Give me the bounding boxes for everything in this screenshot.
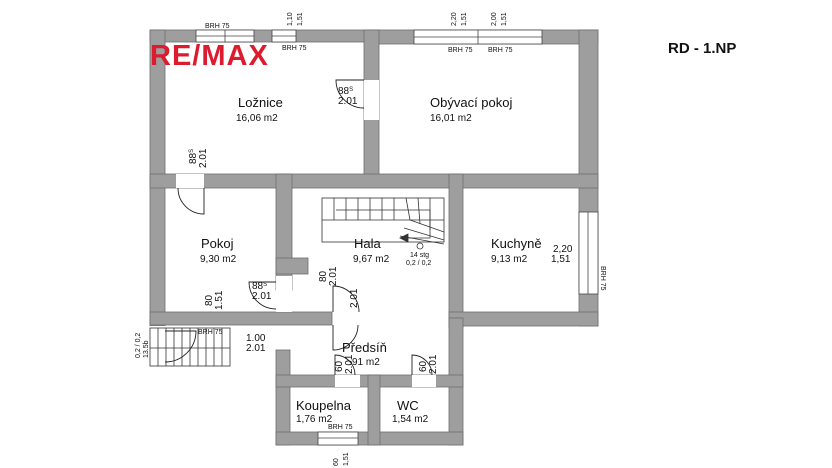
room-name-kuchyne: Kuchyně bbox=[491, 236, 542, 251]
opening-wc-door bbox=[412, 375, 436, 387]
stair-arrow-head bbox=[399, 233, 409, 243]
room-area-obyvaci: 16,01 m2 bbox=[430, 113, 472, 124]
entry-steps-note: 13.5b bbox=[143, 340, 150, 358]
window-width-3: 2,20 bbox=[553, 244, 573, 255]
room-area-wc: 1,54 m2 bbox=[392, 414, 429, 425]
door-dimensions: 88S 2.01 88S 2.01 88S 2.01 80 2.01 2.01 … bbox=[188, 86, 439, 374]
door-swing-entry bbox=[164, 330, 197, 363]
opening-koupelna-door bbox=[335, 375, 360, 387]
window-koupelna bbox=[317, 431, 359, 446]
door-swings bbox=[164, 79, 433, 376]
door-height-2: 2.01 bbox=[252, 291, 272, 302]
window-sill-2: BRH 75 bbox=[488, 47, 513, 54]
room-area-pokoj: 9,30 m2 bbox=[200, 254, 237, 265]
opening-loznice-door bbox=[364, 80, 379, 120]
stairs-label: 14 stg bbox=[410, 252, 429, 259]
window-height-1: 1,51 bbox=[461, 12, 468, 26]
remax-logo: RE/MAX bbox=[150, 40, 269, 72]
wall-stub bbox=[275, 257, 309, 275]
door-width-7: 60 bbox=[334, 360, 345, 372]
door-width-5: 80 bbox=[204, 294, 215, 306]
entry-steps bbox=[149, 327, 231, 367]
window-height-3: 1,51 bbox=[551, 254, 571, 265]
door-swing-predsin bbox=[332, 324, 359, 351]
door-width-3: 80 bbox=[318, 270, 329, 282]
room-name-obyvaci: Obývací pokoj bbox=[430, 95, 512, 110]
room-name-wc: WC bbox=[397, 398, 419, 413]
room-name-loznice: Ložnice bbox=[238, 95, 283, 110]
room-name-pokoj: Pokoj bbox=[201, 236, 234, 251]
stairs-size: 0,2 / 0,2 bbox=[406, 260, 431, 267]
window-loznice bbox=[195, 29, 255, 43]
wall-lower-right bbox=[448, 311, 599, 327]
room-area-predsin: 91 m2 bbox=[352, 357, 380, 368]
window-dimensions: BRH 75 1,10 1,51 BRH 75 2,20 1,51 BRH 75… bbox=[198, 12, 606, 466]
door-height-3: 2.01 bbox=[328, 266, 339, 286]
stair-arrow-start bbox=[416, 242, 424, 250]
door-swing-wc bbox=[411, 354, 433, 376]
room-area-kuchyne: 9,13 m2 bbox=[491, 254, 528, 265]
room-area-hala: 9,67 m2 bbox=[353, 254, 390, 265]
room-name-predsin: Předsíň bbox=[342, 340, 387, 355]
window-height-2: 1,51 bbox=[501, 12, 508, 26]
door-height-6: 2.01 bbox=[246, 343, 266, 354]
window-obyvaci bbox=[413, 29, 543, 45]
window-height-0: 1,51 bbox=[297, 12, 304, 26]
wall-lower-left bbox=[149, 311, 333, 326]
door-width-1: 88S bbox=[188, 149, 199, 164]
entry-steps-size: 0,2 / 0,2 bbox=[135, 333, 142, 358]
window-sill-1: BRH 75 bbox=[448, 47, 473, 54]
door-width-2: 88S bbox=[252, 281, 267, 292]
window-kuchyne bbox=[578, 211, 599, 295]
door-height-8: 2.01 bbox=[428, 354, 439, 374]
window-width-0: 1,10 bbox=[287, 12, 294, 26]
window-height-4: 1,51 bbox=[343, 452, 350, 466]
window-sill-0: BRH 75 bbox=[205, 23, 230, 30]
room-labels: Ložnice 16,06 m2 Obývací pokoj 16,01 m2 … bbox=[200, 95, 542, 425]
door-height-5: 1.51 bbox=[214, 290, 225, 310]
windows bbox=[195, 29, 599, 446]
window-sill-3: BRH 75 bbox=[599, 266, 606, 291]
opening-entry bbox=[150, 326, 165, 371]
opening-hala-predsin bbox=[333, 312, 363, 325]
door-swing-pokoj bbox=[177, 187, 205, 215]
opening-pokoj-hala-door bbox=[276, 276, 292, 312]
door-height-7: 2.01 bbox=[344, 354, 355, 374]
window-width-4: 60 bbox=[333, 458, 340, 466]
stair-arrow bbox=[336, 209, 431, 239]
plan-title: RD - 1.NP bbox=[668, 40, 737, 57]
door-swing-hala bbox=[332, 285, 360, 313]
window-sill-0b: BRH 75 bbox=[282, 45, 307, 52]
room-area-loznice: 16,06 m2 bbox=[236, 113, 278, 124]
window-sill-5: BRH 75 bbox=[198, 329, 223, 336]
window-width-1: 2,20 bbox=[451, 12, 458, 26]
door-swing-pokoj-hala bbox=[248, 281, 277, 310]
wall-middle bbox=[149, 173, 599, 189]
opening-pokoj-door bbox=[176, 174, 204, 188]
window-sill-4: BRH 75 bbox=[328, 424, 353, 431]
door-swing-loznice bbox=[335, 79, 365, 109]
wall-hala-kuchyne bbox=[448, 173, 464, 329]
door-height-4: 2.01 bbox=[349, 288, 360, 308]
door-width-0: 88S bbox=[338, 86, 353, 97]
window-loznice-small bbox=[271, 29, 297, 43]
room-name-hala: Hala bbox=[354, 236, 382, 251]
room-name-koupelna: Koupelna bbox=[296, 398, 352, 413]
wall-koupelna-wc bbox=[367, 374, 381, 446]
wall-predsin-left bbox=[275, 349, 291, 446]
stair-notes: 14 stg 0,2 / 0,2 0,2 / 0,2 13.5b bbox=[135, 252, 431, 358]
door-swing-koupelna bbox=[334, 354, 356, 376]
door-height-0: 2.01 bbox=[338, 96, 358, 107]
openings bbox=[150, 80, 436, 387]
door-width-6: 1.00 bbox=[246, 333, 266, 344]
door-width-8: 60 bbox=[418, 360, 429, 372]
room-area-koupelna: 1,76 m2 bbox=[296, 414, 333, 425]
staircase bbox=[321, 197, 445, 250]
window-width-2: 2,00 bbox=[491, 12, 498, 26]
door-height-1: 2.01 bbox=[198, 148, 209, 168]
